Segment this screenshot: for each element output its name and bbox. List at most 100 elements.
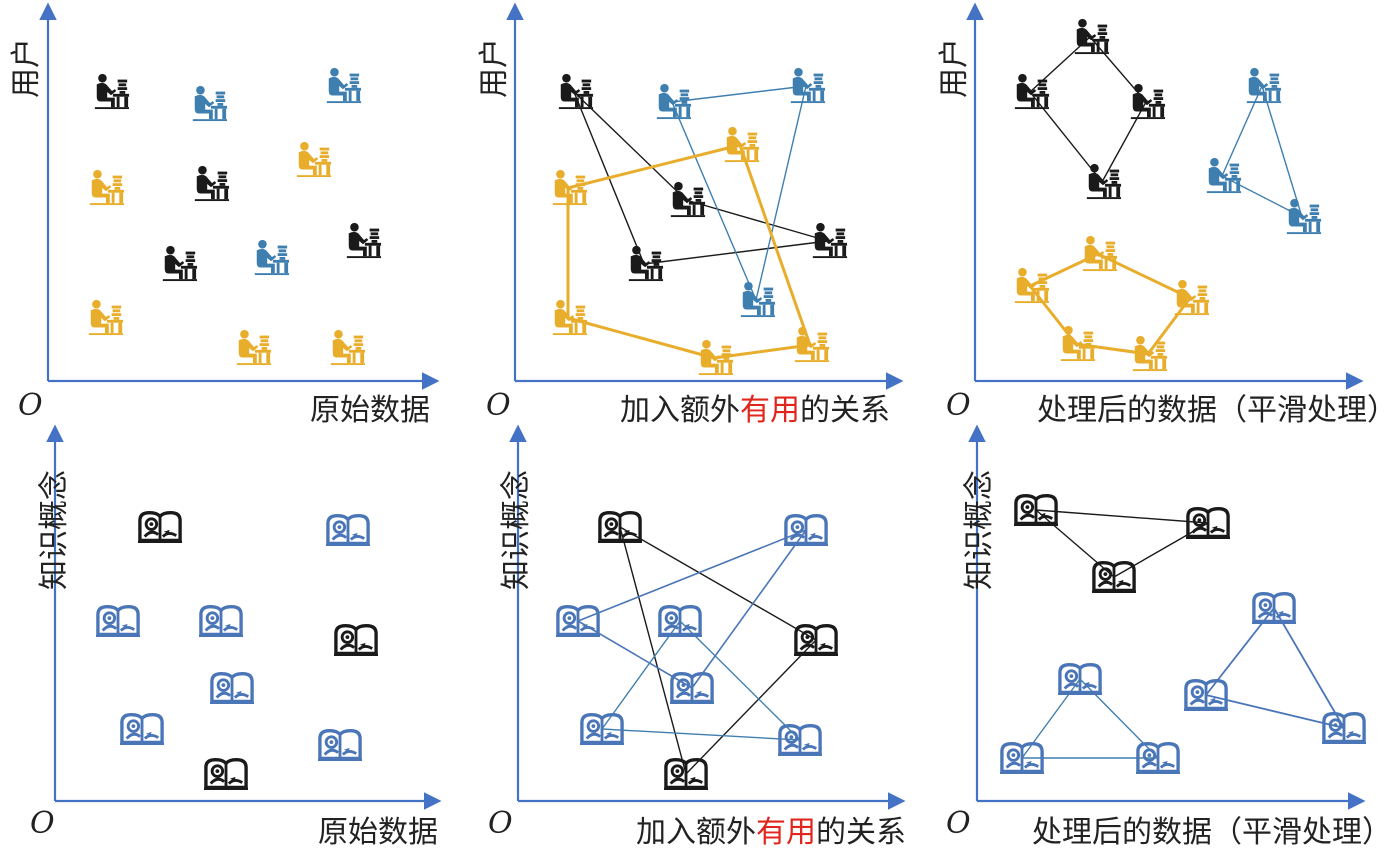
relation-edge <box>738 144 812 346</box>
person-at-desk-icon <box>552 169 588 206</box>
origin-label: O <box>946 388 971 423</box>
x-axis-label-text: 处理后的数据（平滑处理） <box>1032 815 1392 848</box>
person-at-desk-icon <box>192 85 228 122</box>
relation-edge <box>573 91 687 201</box>
x-axis-label-highlight: 有用 <box>756 815 816 848</box>
open-book-icon <box>96 604 140 638</box>
relation-edge <box>671 85 807 103</box>
relation-edge <box>1221 85 1263 177</box>
person-at-desk-icon <box>1130 83 1166 120</box>
relation-edge <box>691 529 807 689</box>
x-axis-label: 加入额外有用的关系 <box>636 815 906 848</box>
person-at-desk-icon <box>552 299 588 336</box>
y-axis-label: 知识概念 <box>37 470 72 590</box>
person-at-desk-icon <box>89 169 125 206</box>
open-book-icon <box>1186 506 1230 540</box>
relation-edge <box>567 316 715 360</box>
open-book-icon <box>1058 662 1102 696</box>
open-book-icon <box>664 757 708 791</box>
open-book-icon <box>784 513 828 547</box>
relation-edge <box>755 85 807 301</box>
person-at-desk-icon <box>254 239 290 276</box>
relation-edge <box>1029 91 1103 183</box>
y-axis-label: 用户 <box>9 38 44 98</box>
open-book-icon <box>199 604 243 638</box>
open-book-icon <box>326 513 370 547</box>
panel-users-raw: O 原始数据 用户 <box>9 2 440 428</box>
person-at-desk-icon <box>162 245 198 282</box>
open-book-icon <box>658 604 702 638</box>
x-axis-label-highlight: 有用 <box>740 393 800 428</box>
x-axis-label-text: 处理后的数据（平滑处理） <box>1037 393 1397 428</box>
origin-label: O <box>18 388 43 423</box>
relation-edge <box>1205 694 1345 729</box>
person-at-desk-icon <box>1086 163 1122 200</box>
x-axis-label-text: 原始数据 <box>318 815 438 848</box>
x-axis-label-text: 加入额外 <box>636 815 756 848</box>
panel-concepts-smoothed: O 处理后的数据（平滑处理） 知识概念 <box>946 424 1392 848</box>
open-book-icon <box>334 623 378 657</box>
relation-edge <box>1273 607 1345 729</box>
relation-edge <box>685 639 817 775</box>
relation-edge <box>601 728 801 741</box>
x-axis-label: 加入额外有用的关系 <box>620 393 890 428</box>
relation-edge <box>685 199 829 242</box>
open-book-icon <box>1092 560 1136 594</box>
person-at-desk-icon <box>296 141 332 178</box>
person-at-desk-icon <box>656 83 692 120</box>
panel-users-smoothed: O 处理后的数据（平滑处理） 用户 <box>937 2 1397 428</box>
person-at-desk-icon <box>346 222 382 259</box>
open-book-icon <box>1014 493 1058 527</box>
open-book-icon <box>204 757 248 791</box>
relation-edge <box>1261 85 1303 218</box>
relation-edge <box>577 529 807 622</box>
open-book-icon <box>138 510 182 544</box>
relation-edge <box>601 620 681 730</box>
person-at-desk-icon <box>724 126 760 163</box>
open-book-icon <box>210 671 254 705</box>
person-at-desk-icon <box>94 73 130 110</box>
open-book-icon <box>120 712 164 746</box>
person-at-desk-icon <box>1286 198 1322 235</box>
y-axis-label: 知识概念 <box>499 470 534 590</box>
person-at-desk-icon <box>698 339 734 376</box>
person-at-desk-icon <box>1082 235 1118 272</box>
person-at-desk-icon <box>794 326 830 363</box>
person-at-desk-icon <box>558 73 594 110</box>
open-book-icon <box>598 510 642 544</box>
relation-edge <box>567 143 741 190</box>
x-axis-label-text: 的关系 <box>816 815 906 848</box>
y-axis-label: 用户 <box>937 38 972 98</box>
person-at-desk-icon <box>1246 67 1282 104</box>
person-at-desk-icon <box>88 299 124 336</box>
origin-label: O <box>30 806 55 841</box>
person-at-desk-icon <box>740 281 776 318</box>
person-at-desk-icon <box>670 181 706 218</box>
y-axis-label: 知识概念 <box>962 470 997 590</box>
person-at-desk-icon <box>812 222 848 259</box>
origin-label: O <box>488 806 513 841</box>
person-at-desk-icon <box>1206 157 1242 194</box>
relation-edge <box>1035 509 1209 524</box>
open-book-icon <box>1252 591 1296 625</box>
open-book-icon <box>318 728 362 762</box>
origin-label: O <box>946 806 971 841</box>
panel-concepts-raw: O 原始数据 知识概念 <box>30 424 442 848</box>
x-axis-label: 原始数据 <box>310 393 430 428</box>
x-axis-label-text: 加入额外 <box>620 393 740 428</box>
relation-edge <box>1035 509 1115 578</box>
relation-edge <box>1101 101 1147 183</box>
open-book-icon <box>556 604 600 638</box>
person-at-desk-icon <box>1060 325 1096 362</box>
origin-label: O <box>486 388 511 423</box>
open-book-icon <box>794 623 838 657</box>
open-book-icon <box>1184 678 1228 712</box>
relation-edge <box>619 526 687 775</box>
person-at-desk-icon <box>236 329 272 366</box>
person-at-desk-icon <box>330 329 366 366</box>
person-at-desk-icon <box>1014 267 1050 304</box>
open-book-icon <box>1322 711 1366 745</box>
open-book-icon <box>778 723 822 757</box>
